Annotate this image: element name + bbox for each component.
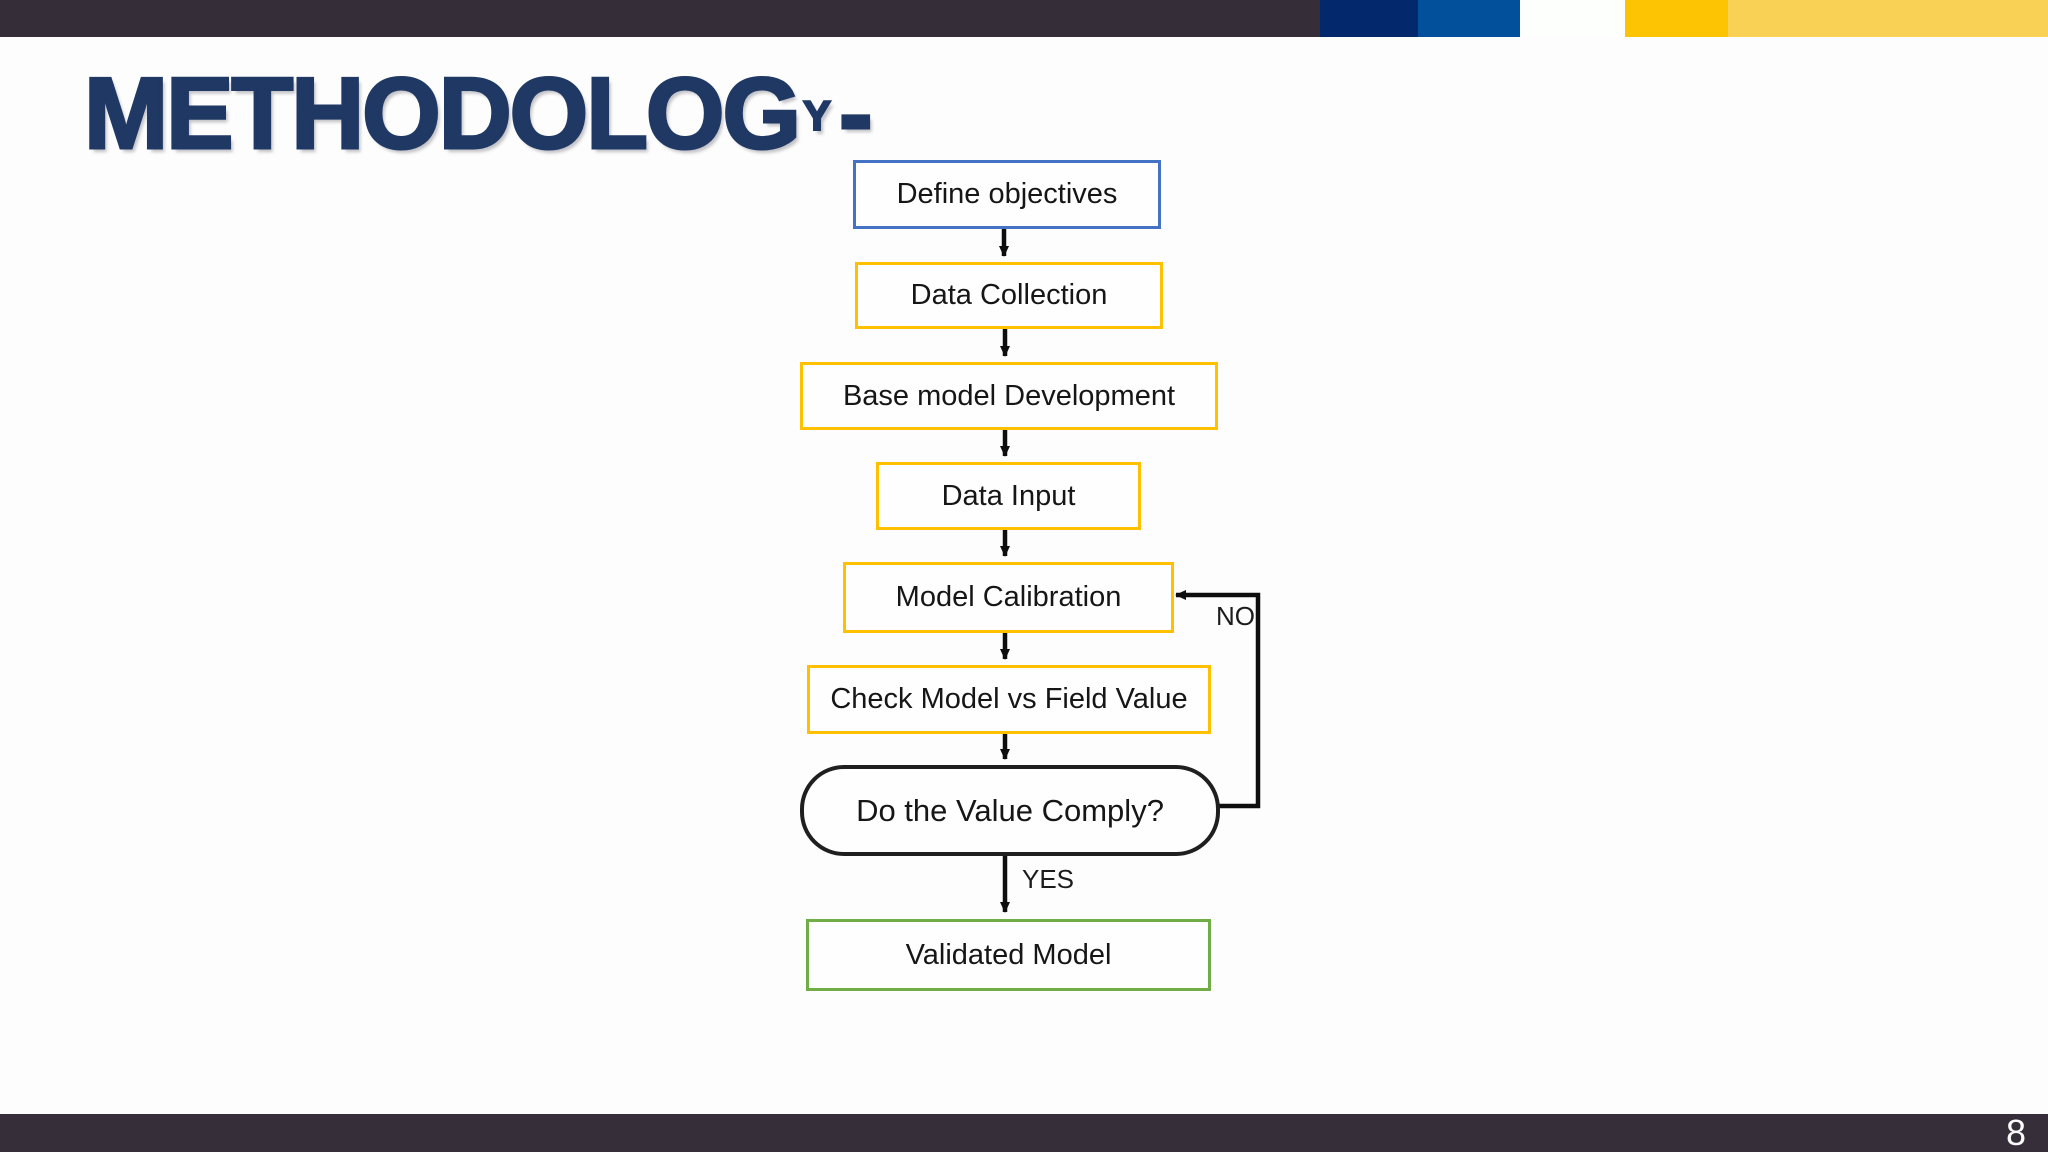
flow-node-data-collection: Data Collection	[855, 262, 1163, 329]
edge-label-yes: YES	[1022, 864, 1075, 894]
footer-bar: 8	[0, 1114, 2048, 1152]
topbar-segment-light-gold	[1728, 0, 2048, 37]
flow-node-label: Check Model vs Field Value	[830, 683, 1188, 715]
flow-node-base-model-development: Base model Development	[800, 362, 1218, 430]
flow-node-label: Base model Development	[842, 379, 1176, 412]
top-decorative-bar	[0, 0, 2048, 37]
topbar-segment-dark	[0, 0, 1320, 37]
topbar-segment-navy	[1320, 0, 1418, 37]
slide-title-small-letter: Y	[802, 92, 832, 139]
topbar-segment-blue	[1418, 0, 1520, 37]
flow-node-label: Data Input	[941, 479, 1076, 512]
flow-node-check-model-vs-field-value: Check Model vs Field Value	[807, 665, 1211, 734]
flow-node-validated-model: Validated Model	[806, 919, 1211, 991]
flow-node-label: Define objectives	[896, 178, 1118, 210]
flow-node-data-input: Data Input	[876, 462, 1141, 530]
flow-node-define-objectives: Define objectives	[853, 160, 1161, 229]
flow-node-label: Validated Model	[905, 938, 1112, 971]
topbar-segment-gold	[1625, 0, 1728, 37]
flow-node-model-calibration: Model Calibration	[843, 562, 1174, 633]
page-number: 8	[2005, 1112, 2026, 1152]
flow-node-do-the-value-comply: Do the Value Comply?	[800, 765, 1220, 856]
slide-title: METHODOLOG Y -	[82, 58, 875, 170]
edge-label-no: NO	[1216, 601, 1255, 631]
slide-title-dash: -	[838, 58, 875, 170]
flow-node-label: Model Calibration	[895, 581, 1122, 613]
flow-node-label: Data Collection	[910, 279, 1108, 311]
slide-title-main: METHODOLOG	[82, 58, 802, 170]
flow-node-label: Do the Value Comply?	[856, 792, 1164, 828]
topbar-segment-white	[1520, 0, 1625, 37]
